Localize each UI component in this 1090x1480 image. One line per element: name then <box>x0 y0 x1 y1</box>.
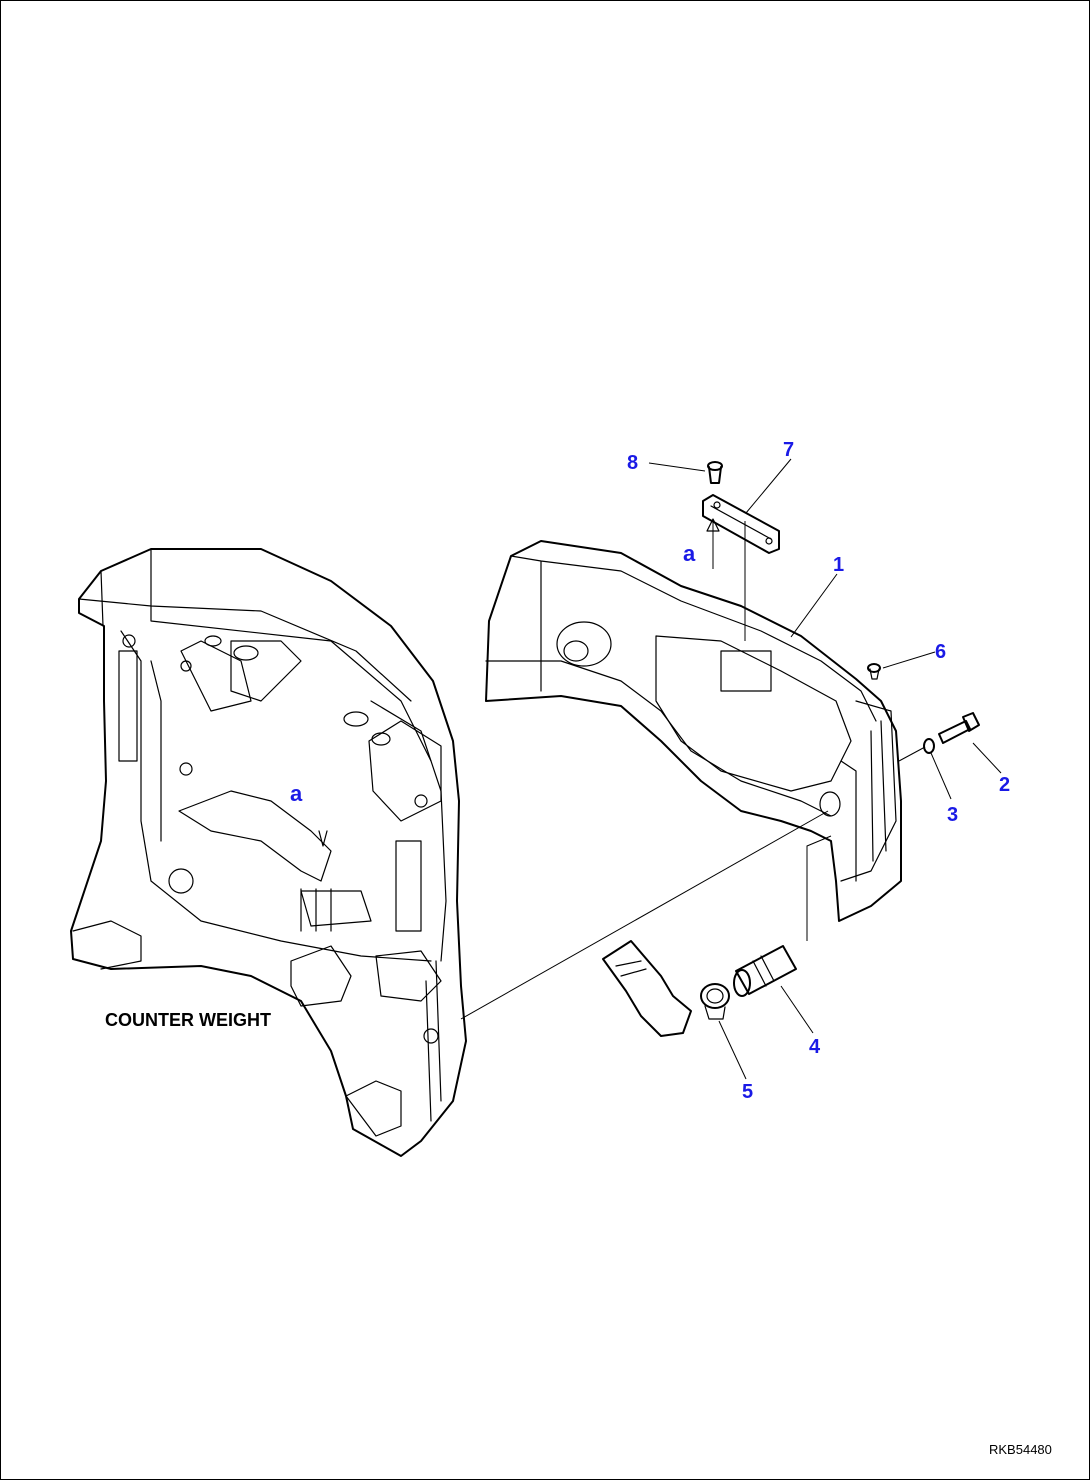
clamp-part-5 <box>700 983 730 1020</box>
leader-lines <box>460 458 1002 1080</box>
callout-8: 8 <box>627 452 638 474</box>
callout-7: 7 <box>783 439 794 461</box>
callout-1: 1 <box>833 554 844 576</box>
hose <box>602 940 692 1037</box>
assembly-label: COUNTER WEIGHT <box>105 1010 271 1030</box>
washer-part-3 <box>923 738 935 754</box>
plate-part-7 <box>702 494 780 554</box>
drawing-code: RKB54480 <box>989 1442 1052 1457</box>
pipe-part-4 <box>733 945 797 997</box>
callout-6: 6 <box>935 641 946 663</box>
counter-weight-body <box>70 548 467 1157</box>
callout-3: 3 <box>947 804 958 826</box>
weight-cover-part-1 <box>485 540 902 922</box>
callout-5: 5 <box>742 1081 753 1103</box>
reference-mark-a-cover: a <box>683 541 696 566</box>
callout-2: 2 <box>999 774 1010 796</box>
screw-part-8 <box>707 461 723 484</box>
callout-4: 4 <box>809 1036 821 1058</box>
reference-mark-a-body: a <box>290 781 303 806</box>
bolt-part-2 <box>938 712 980 744</box>
screw-part-6 <box>867 663 881 680</box>
